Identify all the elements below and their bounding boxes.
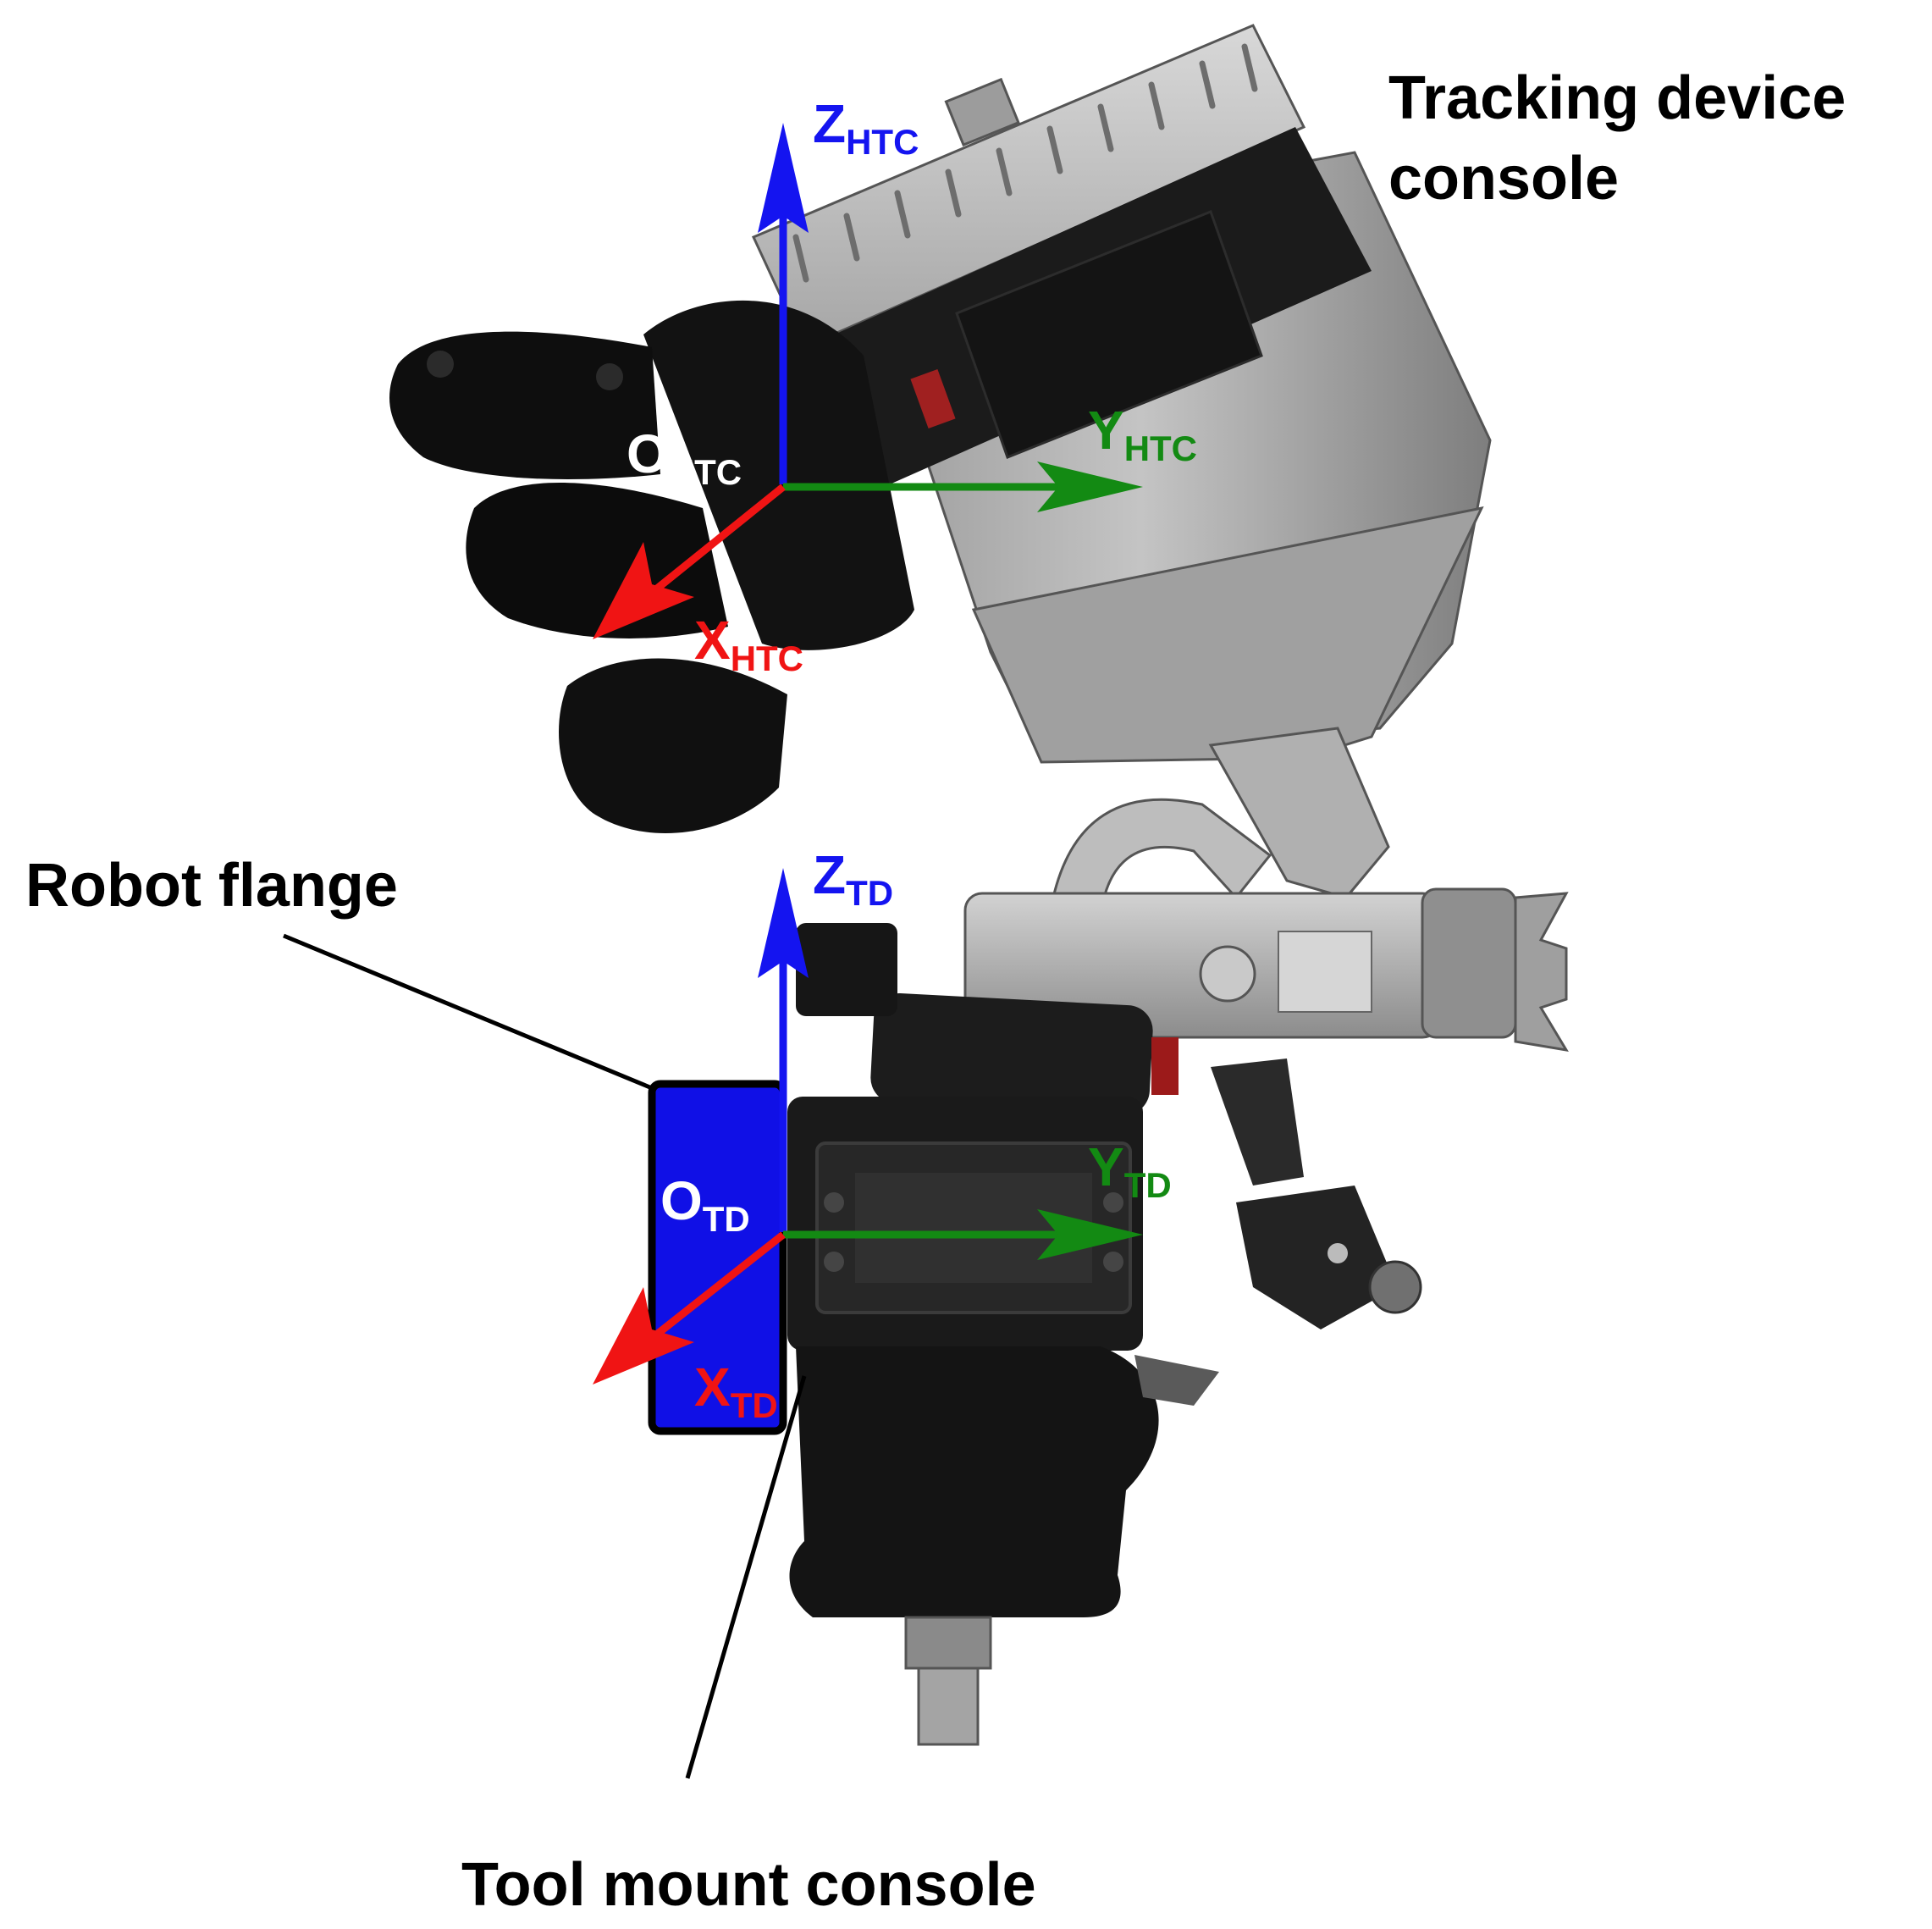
td-origin-label: OTD (660, 1170, 750, 1239)
mount-air-fitting (904, 1616, 992, 1670)
td-x-arrowhead (593, 1287, 694, 1385)
mount-bolt-2 (824, 1252, 844, 1272)
mount-grip (789, 1346, 1159, 1617)
tool-mount (787, 923, 1219, 1746)
gun-swivel-block (1236, 1186, 1397, 1329)
htc-x-label: XHTC (694, 610, 803, 678)
td-y-label: YTD (1088, 1136, 1172, 1205)
gun-adjuster (1199, 945, 1256, 1003)
tool-mount-title: Tool mount console (461, 1851, 1036, 1919)
tracking-device-title-line2: console (1388, 145, 1619, 213)
mount-red-button (1151, 1037, 1179, 1095)
tracker-sensor-1 (427, 351, 454, 378)
htc-y-label: YHTC (1088, 400, 1197, 468)
gun-nozzle-ring (1421, 887, 1517, 1039)
gun-air-cap (1514, 892, 1569, 1053)
htc-origin-label: OHTC (627, 423, 742, 492)
gun-label-plate (1278, 931, 1372, 1013)
gun-swivel-knob (1368, 1260, 1422, 1314)
td-z-arrowhead (758, 868, 809, 978)
robot-flange-leader (283, 933, 653, 1091)
tracker-prong-lower (559, 658, 787, 833)
tracker-sensor-2 (596, 363, 623, 390)
tracker-body (643, 300, 914, 650)
td-x-label: XTD (694, 1357, 778, 1425)
htc-y-arrowhead (1037, 462, 1143, 512)
td-frame (593, 868, 1143, 1385)
tracker-prong-upper (389, 331, 660, 479)
lid-ribs (792, 43, 1258, 283)
mount-trigger (1134, 1355, 1219, 1406)
lid-knob (944, 77, 1020, 147)
spray-gun (963, 798, 1569, 1329)
cup-neck (1208, 727, 1390, 899)
mount-bolt-4 (1103, 1252, 1123, 1272)
mount-bolt-1 (824, 1192, 844, 1213)
htc-z-arrowhead (758, 123, 809, 233)
gun-handle-loop (1048, 798, 1272, 916)
clamp-indicator (910, 369, 956, 428)
gun-lower-bracket (1211, 1058, 1304, 1186)
htc-frame (593, 123, 1143, 639)
robot-flange-title: Robot flange (25, 852, 398, 920)
td-y-arrowhead (1037, 1209, 1143, 1260)
td-z-label: ZTD (813, 844, 893, 913)
tool-mount-leader (685, 1375, 807, 1779)
htc-x-arrowhead (593, 542, 694, 639)
htc-tracker (389, 300, 914, 833)
mount-knob-upper (796, 923, 897, 1016)
paint-cup (751, 24, 1492, 899)
mount-air-nipple (917, 1666, 980, 1746)
tracking-device-title-line1: Tracking device (1388, 64, 1846, 132)
htc-z-label: ZHTC (813, 93, 919, 162)
gun-swivel-pin (1328, 1243, 1348, 1263)
console-clamp (955, 210, 1263, 459)
mount-bolt-3 (1103, 1192, 1123, 1213)
mount-top-cap (870, 992, 1153, 1116)
